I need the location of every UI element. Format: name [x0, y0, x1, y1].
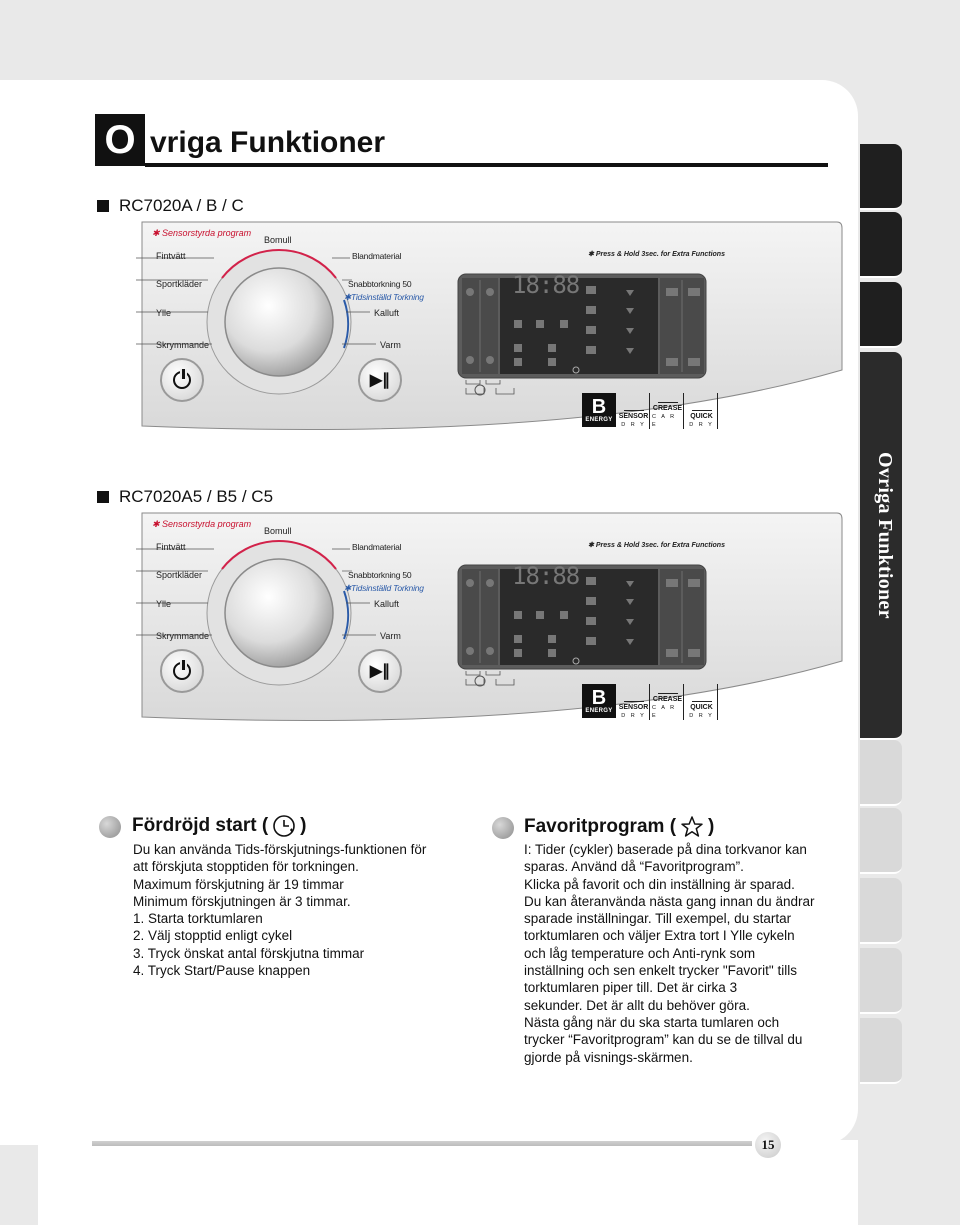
panel-graphic [136, 512, 843, 722]
side-tab-active[interactable] [860, 352, 902, 740]
program-sportklader[interactable]: Sportkläder [156, 570, 203, 580]
program-snabbtorkning[interactable]: Snabbtorkning 50 [348, 570, 412, 580]
square-bullet-icon [97, 200, 109, 212]
start-pause-button[interactable]: ▶∥ [358, 358, 402, 402]
delayed-start-title: Fördröjd start ( ) [132, 815, 307, 837]
start-pause-button[interactable]: ▶∥ [358, 649, 402, 693]
delayed-start-body: Du kan använda Tids-förskjutnings-funkti… [133, 842, 427, 979]
energy-badge: B ENERGY [582, 684, 616, 718]
sensor-icon [623, 397, 644, 411]
favorite-body: I: Tider (cykler) baserade på dina torkv… [524, 842, 815, 1065]
program-blandmaterial[interactable]: Blandmaterial [352, 542, 402, 552]
title-initial: O [95, 114, 145, 166]
footer-rule [92, 1141, 752, 1146]
side-tab-title: Ovriga Funktioner [874, 452, 896, 619]
program-fintvatt[interactable]: Fintvätt [156, 251, 186, 261]
play-pause-icon: ▶∥ [369, 663, 391, 680]
side-tab[interactable] [860, 144, 902, 210]
control-panel-1: ✱ Sensorstyrda program Bomull Fintvätt B… [136, 220, 843, 445]
side-tab[interactable] [860, 808, 902, 874]
display-time: 18:88 [512, 271, 580, 299]
program-tidsinstalld[interactable]: ✱Tidsinställd Torkning [344, 292, 424, 302]
program-bomull[interactable]: Bomull [264, 526, 292, 536]
program-varm[interactable]: Varm [380, 631, 401, 641]
program-blandmaterial[interactable]: Blandmaterial [352, 251, 402, 261]
model-heading-2: RC7020A5 / B5 / C5 [97, 487, 273, 507]
program-skrymmande[interactable]: Skrymmande [156, 340, 210, 350]
power-icon [173, 660, 191, 680]
control-panel-2: ✱ Sensorstyrda program Bomull Fintvätt B… [136, 511, 843, 736]
program-fintvatt[interactable]: Fintvätt [156, 542, 186, 552]
side-tab[interactable] [860, 1018, 902, 1084]
model-name: RC7020A / B / C [119, 196, 244, 215]
program-kalluft[interactable]: Kalluft [374, 308, 400, 318]
side-tab[interactable] [860, 212, 902, 278]
side-tab[interactable] [860, 740, 902, 806]
square-bullet-icon [97, 491, 109, 503]
side-tab[interactable] [860, 878, 902, 944]
model-name: RC7020A5 / B5 / C5 [119, 487, 274, 506]
clock-delay-icon [273, 815, 295, 837]
side-tab[interactable] [860, 948, 902, 1014]
program-bomull[interactable]: Bomull [264, 235, 292, 245]
extra-functions-note: ✱ Press & Hold 3sec. for Extra Functions [588, 542, 725, 549]
extra-functions-note: ✱ Press & Hold 3sec. for Extra Functions [588, 251, 725, 258]
play-pause-icon: ▶∥ [369, 372, 391, 389]
program-kalluft[interactable]: Kalluft [374, 599, 400, 609]
page-sheet-bottom [38, 1140, 858, 1225]
shirt-icon [691, 688, 712, 702]
iron-icon [657, 684, 678, 694]
section-bullet-icon [99, 816, 121, 838]
sensor-programs-label: ✱ Sensorstyrda program [152, 519, 252, 529]
program-skrymmande[interactable]: Skrymmande [156, 631, 210, 641]
title-underline [145, 163, 828, 167]
section-bullet-icon [492, 817, 514, 839]
favorite-title: Favoritprogram ( ) [524, 816, 715, 837]
power-button[interactable] [160, 649, 204, 693]
program-snabbtorkning[interactable]: Snabbtorkning 50 [348, 279, 412, 289]
power-button[interactable] [160, 358, 204, 402]
page-title: vriga Funktioner [150, 126, 386, 159]
program-varm[interactable]: Varm [380, 340, 401, 350]
page-number: 15 [755, 1132, 781, 1158]
panel-graphic [136, 221, 843, 431]
program-tidsinstalld[interactable]: ✱Tidsinställd Torkning [344, 583, 424, 593]
sensor-programs-label: ✱ Sensorstyrda program [152, 228, 252, 238]
program-ylle[interactable]: Ylle [156, 599, 172, 609]
program-ylle[interactable]: Ylle [156, 308, 172, 318]
side-tab[interactable] [860, 282, 902, 348]
sensor-icon [623, 688, 644, 702]
power-icon [173, 369, 191, 389]
star-icon [681, 816, 703, 837]
iron-icon [657, 393, 678, 403]
program-sportklader[interactable]: Sportkläder [156, 279, 203, 289]
display-time: 18:88 [512, 562, 580, 590]
model-heading-1: RC7020A / B / C [97, 196, 244, 216]
energy-badge: B ENERGY [582, 393, 616, 427]
shirt-icon [691, 397, 712, 411]
